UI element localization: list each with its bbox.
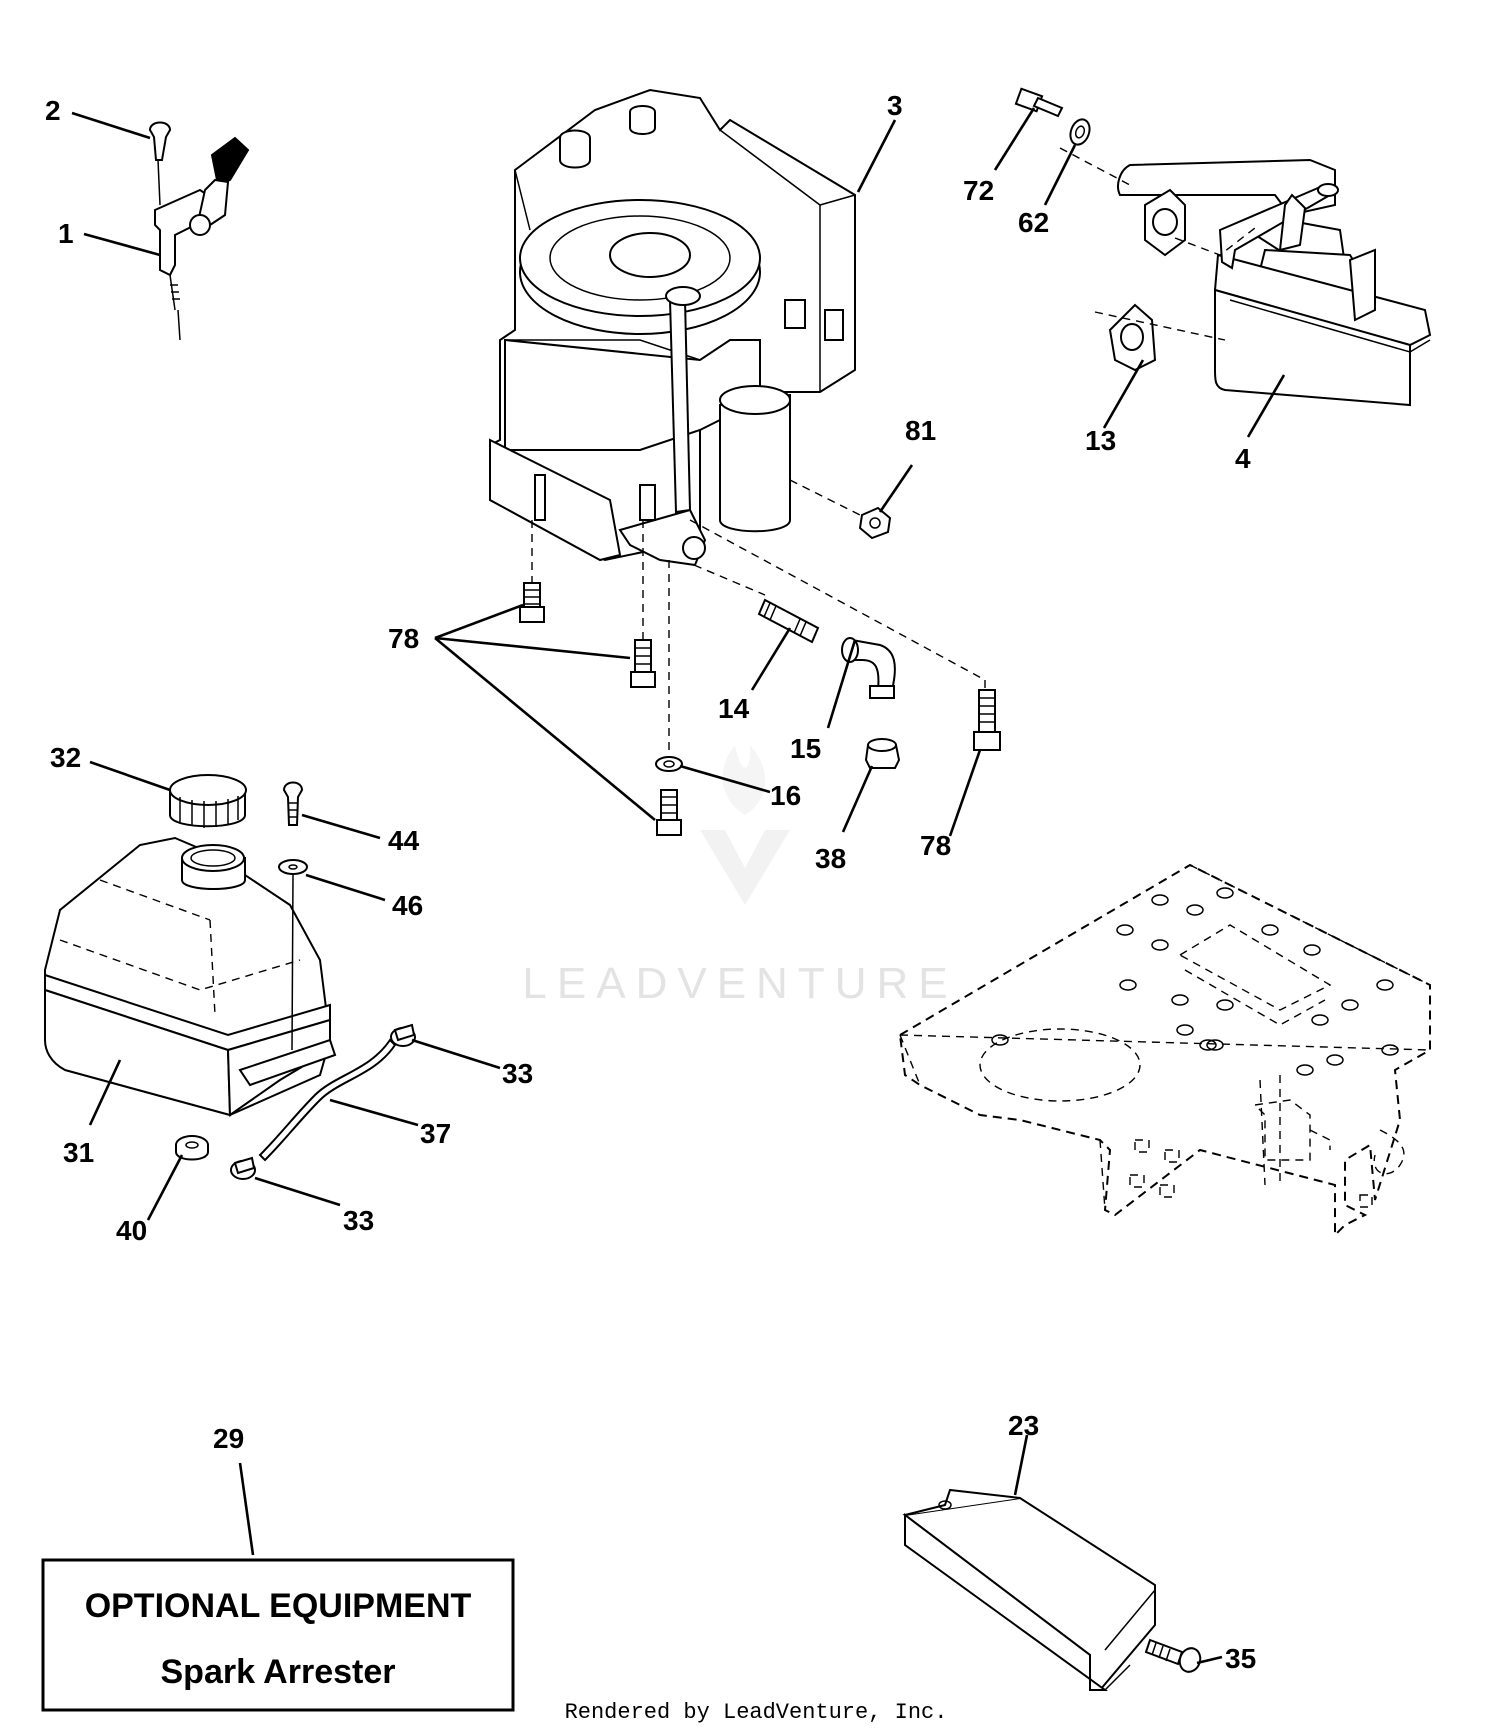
bolt-78-mid bbox=[630, 639, 656, 688]
washer-46 bbox=[278, 859, 308, 1051]
callout-33-upper: 33 bbox=[502, 1058, 533, 1089]
bolt-72 bbox=[1014, 87, 1064, 118]
callout-13: 13 bbox=[1085, 425, 1116, 456]
callout-1: 1 bbox=[58, 218, 74, 249]
callout-14: 14 bbox=[718, 693, 750, 724]
callout-44: 44 bbox=[388, 825, 420, 856]
frame-slots bbox=[1129, 1139, 1373, 1208]
star-washer-16 bbox=[655, 756, 683, 772]
render-credit: Rendered by LeadVenture, Inc. bbox=[565, 1700, 948, 1725]
callout-4: 4 bbox=[1235, 443, 1251, 474]
bolt-78-right bbox=[973, 689, 1001, 751]
nut-81 bbox=[858, 506, 892, 540]
callout-78-left: 78 bbox=[388, 623, 419, 654]
callout-33-lower: 33 bbox=[343, 1205, 374, 1236]
bushing-40 bbox=[175, 1135, 209, 1161]
pipe-nipple-14 bbox=[757, 598, 820, 644]
hose-clamp-33-lower bbox=[230, 1156, 256, 1180]
callout-15: 15 bbox=[790, 733, 821, 764]
callout-31: 31 bbox=[63, 1137, 94, 1168]
frame-holes bbox=[991, 887, 1399, 1076]
callout-23: 23 bbox=[1008, 1410, 1039, 1441]
engine-part bbox=[489, 88, 856, 567]
exhaust-gasket-upper bbox=[1144, 188, 1186, 257]
callout-62: 62 bbox=[1018, 207, 1049, 238]
callout-3: 3 bbox=[887, 90, 903, 121]
muffler-part bbox=[1117, 158, 1432, 407]
callout-16: 16 bbox=[770, 780, 801, 811]
nut-38 bbox=[864, 738, 901, 769]
fuel-cap-32 bbox=[169, 774, 247, 828]
leader-lines bbox=[71, 107, 1286, 1665]
watermark-text: LEADVENTURE bbox=[522, 959, 957, 1008]
callout-29: 29 bbox=[213, 1423, 244, 1454]
callout-72: 72 bbox=[963, 175, 994, 206]
muffler-alignment-lines bbox=[1059, 147, 1256, 341]
callout-78-right: 78 bbox=[920, 830, 951, 861]
screw-44 bbox=[282, 781, 304, 826]
elbow-15 bbox=[841, 637, 896, 699]
throttle-control-part bbox=[148, 121, 250, 341]
washer-62 bbox=[1069, 118, 1091, 146]
engine-alignment-lines bbox=[531, 479, 986, 770]
fuel-line-37 bbox=[258, 1038, 397, 1162]
callout-40: 40 bbox=[116, 1215, 147, 1246]
optional-equipment-title: OPTIONAL EQUIPMENT bbox=[85, 1587, 472, 1625]
optional-equipment-box: OPTIONAL EQUIPMENT Spark Arrester bbox=[41, 1558, 515, 1712]
chassis-frame bbox=[898, 863, 1431, 1238]
leadventure-watermark-logo bbox=[700, 745, 790, 905]
spark-arrester-shield-23 bbox=[902, 1488, 1156, 1691]
hose-clamp-33-upper bbox=[390, 1023, 416, 1047]
callout-38: 38 bbox=[815, 843, 846, 874]
screw-35 bbox=[1144, 1638, 1202, 1673]
callout-37: 37 bbox=[420, 1118, 451, 1149]
bolt-78-left bbox=[519, 582, 545, 623]
spark-arrester-label: Spark Arrester bbox=[161, 1653, 396, 1691]
exhaust-gasket-13 bbox=[1108, 303, 1157, 372]
callout-labels: 2 1 3 72 62 13 4 81 78 14 15 16 38 78 32… bbox=[45, 90, 1256, 1674]
bolt-78-set bbox=[519, 582, 1001, 836]
callout-81: 81 bbox=[905, 415, 936, 446]
callout-46: 46 bbox=[392, 890, 423, 921]
callout-2: 2 bbox=[45, 95, 61, 126]
callout-35: 35 bbox=[1225, 1643, 1256, 1674]
fuel-tank-31 bbox=[44, 836, 337, 1117]
bolt-78-low bbox=[656, 789, 682, 836]
callout-32: 32 bbox=[50, 742, 81, 773]
